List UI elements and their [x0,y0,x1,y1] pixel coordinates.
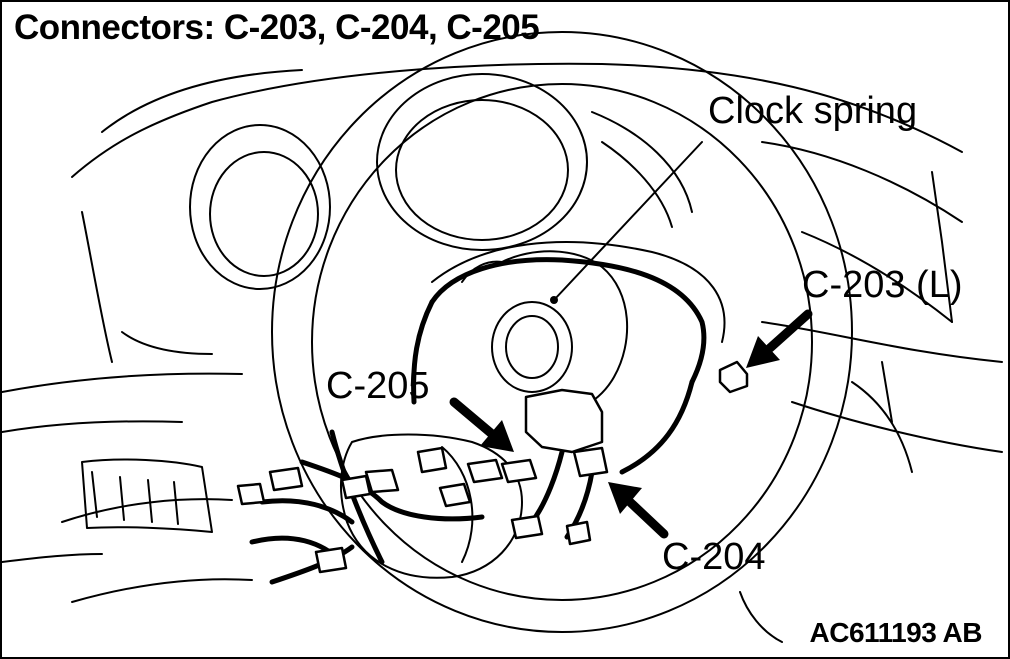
connector-block [438,482,472,508]
connector-block [314,546,348,574]
connector-c205-b [466,458,504,484]
pointer-arrows [449,309,813,539]
connector-blocks [236,360,749,574]
arrow-c204 [608,482,669,539]
c205-label: C-205 [326,365,430,407]
wire-harness [249,257,707,585]
clock-spring-leader [553,141,703,301]
clock-spring-leader-dot [550,296,558,304]
instrument-gauges [189,73,693,290]
dashboard-outline [2,62,1003,603]
connector-block [416,446,448,474]
c204-leader [739,591,783,643]
connector-c205-a [500,458,538,484]
steering-wheel-rim [271,31,853,633]
clock-spring-connector-housing [524,388,604,454]
air-vent [81,458,213,533]
connector-block [565,520,592,546]
connector-c204 [572,446,609,478]
connector-c203 [718,360,749,394]
clock-spring-label: Clock spring [708,90,918,132]
c204-label: C-204 [662,536,766,578]
figure-id: AC611193 AB [809,617,983,648]
diagram-title: Connectors: C-203, C-204, C-205 [14,8,540,47]
clock-spring-assembly [431,241,726,417]
connector-block [364,468,400,494]
arrow-c205 [449,397,514,452]
connector-block [510,514,544,540]
arrow-c203 [746,309,813,368]
c203-label: C-203 (L) [802,264,963,306]
connector-block [236,482,266,506]
connector-block [268,466,304,492]
column-cover [339,433,523,579]
connector-block [340,474,372,500]
